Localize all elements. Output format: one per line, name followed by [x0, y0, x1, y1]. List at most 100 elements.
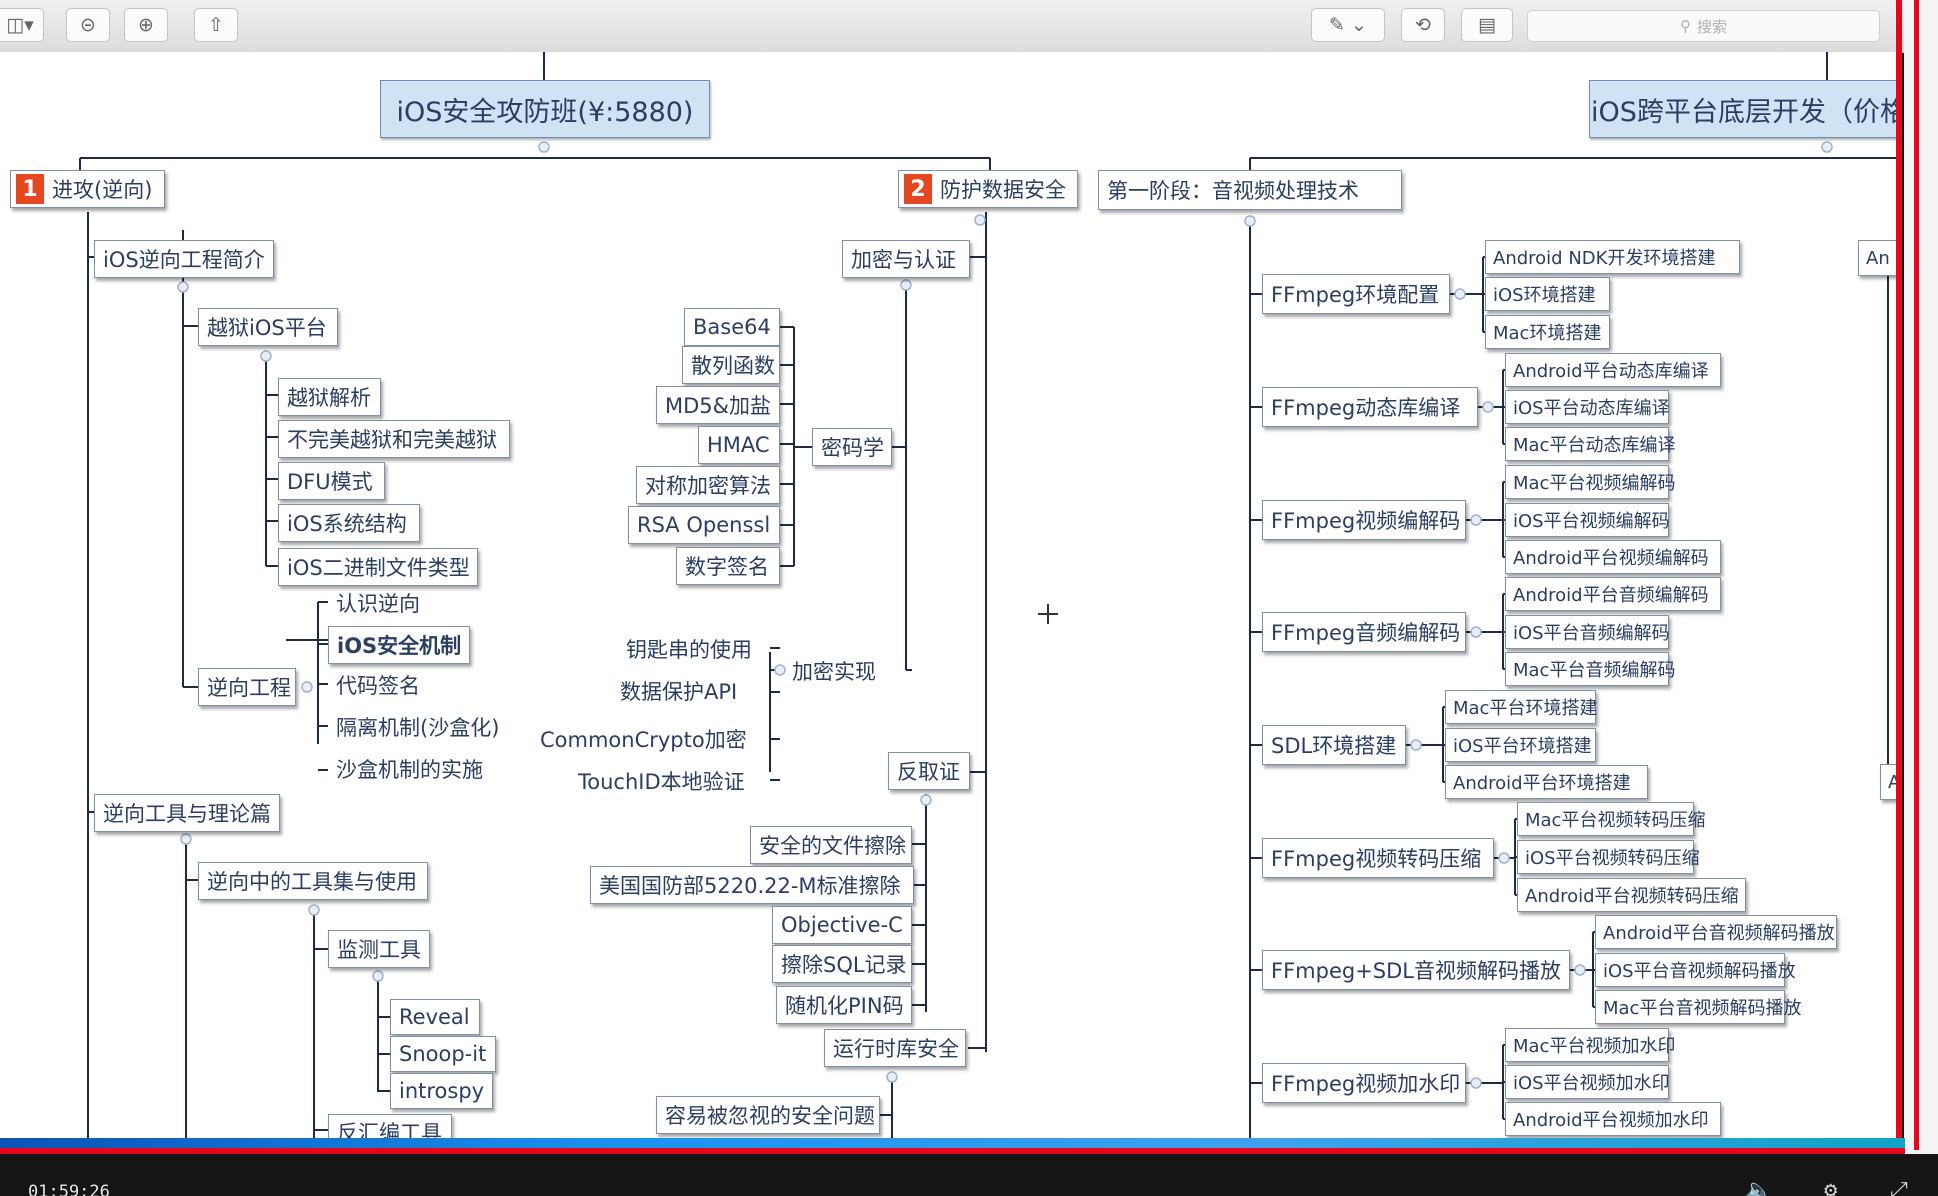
- node-crypto-item[interactable]: Base64: [684, 308, 780, 346]
- node-toolset[interactable]: 逆向中的工具集与使用: [198, 862, 428, 900]
- gear-icon[interactable]: ⚙: [1824, 1178, 1838, 1196]
- node-reverse-item[interactable]: 隔离机制(沙盒化): [328, 708, 506, 746]
- collapse-toggle[interactable]: [920, 794, 932, 806]
- node-av-item[interactable]: iOS平台动态库编译: [1505, 390, 1670, 424]
- collapse-toggle[interactable]: [1574, 964, 1586, 976]
- collapse-toggle[interactable]: [1470, 626, 1482, 638]
- topic-av-stage-one[interactable]: 第一阶段：音视频处理技术: [1098, 170, 1402, 210]
- node-av-item[interactable]: Android平台环境搭建: [1445, 765, 1648, 799]
- node-av-item[interactable]: Mac环境搭建: [1485, 315, 1610, 349]
- node-av-item[interactable]: iOS平台视频转码压缩: [1517, 840, 1700, 874]
- node-crypto-item[interactable]: RSA Openssl: [628, 506, 780, 544]
- collapse-toggle[interactable]: [1498, 852, 1510, 864]
- node-reverse-item[interactable]: iOS安全机制: [328, 626, 470, 664]
- node-av-item[interactable]: Android平台视频转码压缩: [1517, 878, 1746, 912]
- collapse-toggle[interactable]: [974, 214, 986, 226]
- node-reverse-engineering[interactable]: 逆向工程: [198, 668, 296, 706]
- node-reverse-intro[interactable]: iOS逆向工程简介: [94, 240, 274, 278]
- node-reverse-item[interactable]: 沙盒机制的实施: [328, 750, 488, 788]
- node-monitor-item[interactable]: Snoop-it: [390, 1036, 496, 1072]
- course-root-crossplatform[interactable]: iOS跨平台底层开发（价格: [1589, 80, 1899, 138]
- node-av-item[interactable]: iOS平台环境搭建: [1445, 728, 1596, 762]
- node-disasm-tools[interactable]: 反汇编工具: [328, 1114, 452, 1140]
- node-anti-forensics-item[interactable]: Objective-C: [772, 906, 912, 944]
- share-button[interactable]: ⇧: [194, 8, 238, 42]
- zoom-out-button[interactable]: ⊝: [66, 8, 110, 42]
- sidebar-toggle-button[interactable]: ◫▾: [0, 8, 44, 42]
- node-anti-forensics-item[interactable]: 安全的文件擦除: [750, 826, 912, 864]
- search-field[interactable]: ⚲ 搜索: [1527, 10, 1880, 42]
- node-av-item[interactable]: Mac平台视频编解码: [1505, 465, 1675, 499]
- rotate-button[interactable]: ⟲: [1401, 8, 1445, 42]
- node-av-item[interactable]: Android平台视频加水印: [1505, 1102, 1721, 1136]
- collapse-toggle[interactable]: [180, 833, 192, 845]
- node-jailbreak-item[interactable]: iOS二进制文件类型: [278, 548, 478, 586]
- zoom-in-button[interactable]: ⊕: [124, 8, 168, 42]
- node-impl-item[interactable]: 数据保护API: [612, 672, 770, 710]
- collapse-toggle[interactable]: [774, 664, 786, 676]
- collapse-toggle[interactable]: [1410, 739, 1422, 751]
- node-monitor-item[interactable]: Reveal: [390, 999, 480, 1035]
- node-crypto-item[interactable]: 数字签名: [676, 547, 780, 585]
- collapse-toggle[interactable]: [1454, 288, 1466, 300]
- node-av-item[interactable]: Mac平台视频加水印: [1505, 1028, 1675, 1062]
- course-root-security[interactable]: iOS安全攻防班(¥:5880): [380, 80, 710, 138]
- collapse-toggle[interactable]: [1482, 401, 1494, 413]
- node-crypto-item[interactable]: HMAC: [698, 426, 780, 464]
- volume-icon[interactable]: 🔈: [1745, 1178, 1773, 1196]
- collapse-toggle[interactable]: [308, 904, 320, 916]
- node-monitor-tools[interactable]: 监测工具: [328, 930, 430, 968]
- collapse-toggle[interactable]: [538, 141, 550, 153]
- node-crypto-auth[interactable]: 加密与认证: [842, 240, 970, 278]
- node-impl-item[interactable]: CommonCrypto加密: [532, 720, 770, 758]
- node-crypto-item[interactable]: MD5&加盐: [656, 386, 780, 424]
- node-crypto-impl[interactable]: 加密实现: [784, 652, 906, 690]
- collapse-toggle[interactable]: [177, 281, 189, 293]
- node-av-group[interactable]: FFmpeg音频编解码: [1262, 612, 1466, 652]
- node-anti-forensics[interactable]: 反取证: [888, 752, 970, 790]
- node-cryptography[interactable]: 密码学: [812, 428, 892, 466]
- node-offscreen-b[interactable]: A: [1880, 764, 1899, 800]
- collapse-toggle[interactable]: [1244, 215, 1256, 227]
- collapse-toggle[interactable]: [1821, 141, 1833, 153]
- node-av-item[interactable]: Android平台音频编解码: [1505, 577, 1721, 611]
- node-av-item[interactable]: iOS平台视频加水印: [1505, 1065, 1670, 1099]
- node-av-group[interactable]: FFmpeg动态库编译: [1262, 387, 1478, 427]
- node-jailbreak-item[interactable]: DFU模式: [278, 462, 385, 500]
- node-jailbreak-item[interactable]: 不完美越狱和完美越狱: [278, 420, 510, 458]
- collapse-toggle[interactable]: [886, 1071, 898, 1083]
- node-av-item[interactable]: Android NDK开发环境搭建: [1485, 240, 1740, 274]
- node-av-item[interactable]: Mac平台音频编解码: [1505, 652, 1675, 686]
- node-av-group[interactable]: SDL环境搭建: [1262, 725, 1406, 765]
- collapse-toggle[interactable]: [372, 970, 384, 982]
- node-jailbreak-item[interactable]: 越狱解析: [278, 378, 381, 416]
- node-av-item[interactable]: iOS平台音视频解码播放: [1595, 953, 1796, 987]
- node-jailbreak[interactable]: 越狱iOS平台: [198, 308, 338, 346]
- collapse-toggle[interactable]: [1470, 514, 1482, 526]
- node-anti-forensics-item[interactable]: 随机化PIN码: [776, 986, 912, 1024]
- node-av-group[interactable]: FFmpeg视频加水印: [1262, 1063, 1466, 1103]
- node-av-item[interactable]: iOS平台音频编解码: [1505, 615, 1670, 649]
- node-av-item[interactable]: Mac平台视频转码压缩: [1517, 802, 1705, 836]
- node-offscreen-a[interactable]: An: [1858, 240, 1899, 276]
- node-av-item[interactable]: Android平台动态库编译: [1505, 353, 1721, 387]
- node-crypto-item[interactable]: 对称加密算法: [636, 466, 780, 504]
- collapse-toggle[interactable]: [900, 279, 912, 291]
- node-overlooked-issues[interactable]: 容易被忽视的安全问题: [656, 1096, 880, 1134]
- collapse-toggle[interactable]: [1470, 1077, 1482, 1089]
- collapse-toggle[interactable]: [301, 681, 313, 693]
- collapse-toggle[interactable]: [260, 350, 272, 362]
- node-reverse-item[interactable]: 认识逆向: [328, 584, 434, 622]
- node-runtime-security[interactable]: 运行时库安全: [824, 1029, 966, 1067]
- node-av-item[interactable]: Mac平台动态库编译: [1505, 427, 1675, 461]
- node-monitor-item[interactable]: introspy: [390, 1073, 493, 1109]
- node-anti-forensics-item[interactable]: 擦除SQL记录: [772, 945, 912, 983]
- node-jailbreak-item[interactable]: iOS系统结构: [278, 504, 420, 542]
- pen-button[interactable]: ✎ ⌄: [1311, 8, 1385, 42]
- node-av-item[interactable]: iOS平台视频编解码: [1505, 503, 1670, 537]
- node-tools-theory[interactable]: 逆向工具与理论篇: [94, 794, 280, 832]
- node-impl-item[interactable]: 钥匙串的使用: [618, 630, 768, 668]
